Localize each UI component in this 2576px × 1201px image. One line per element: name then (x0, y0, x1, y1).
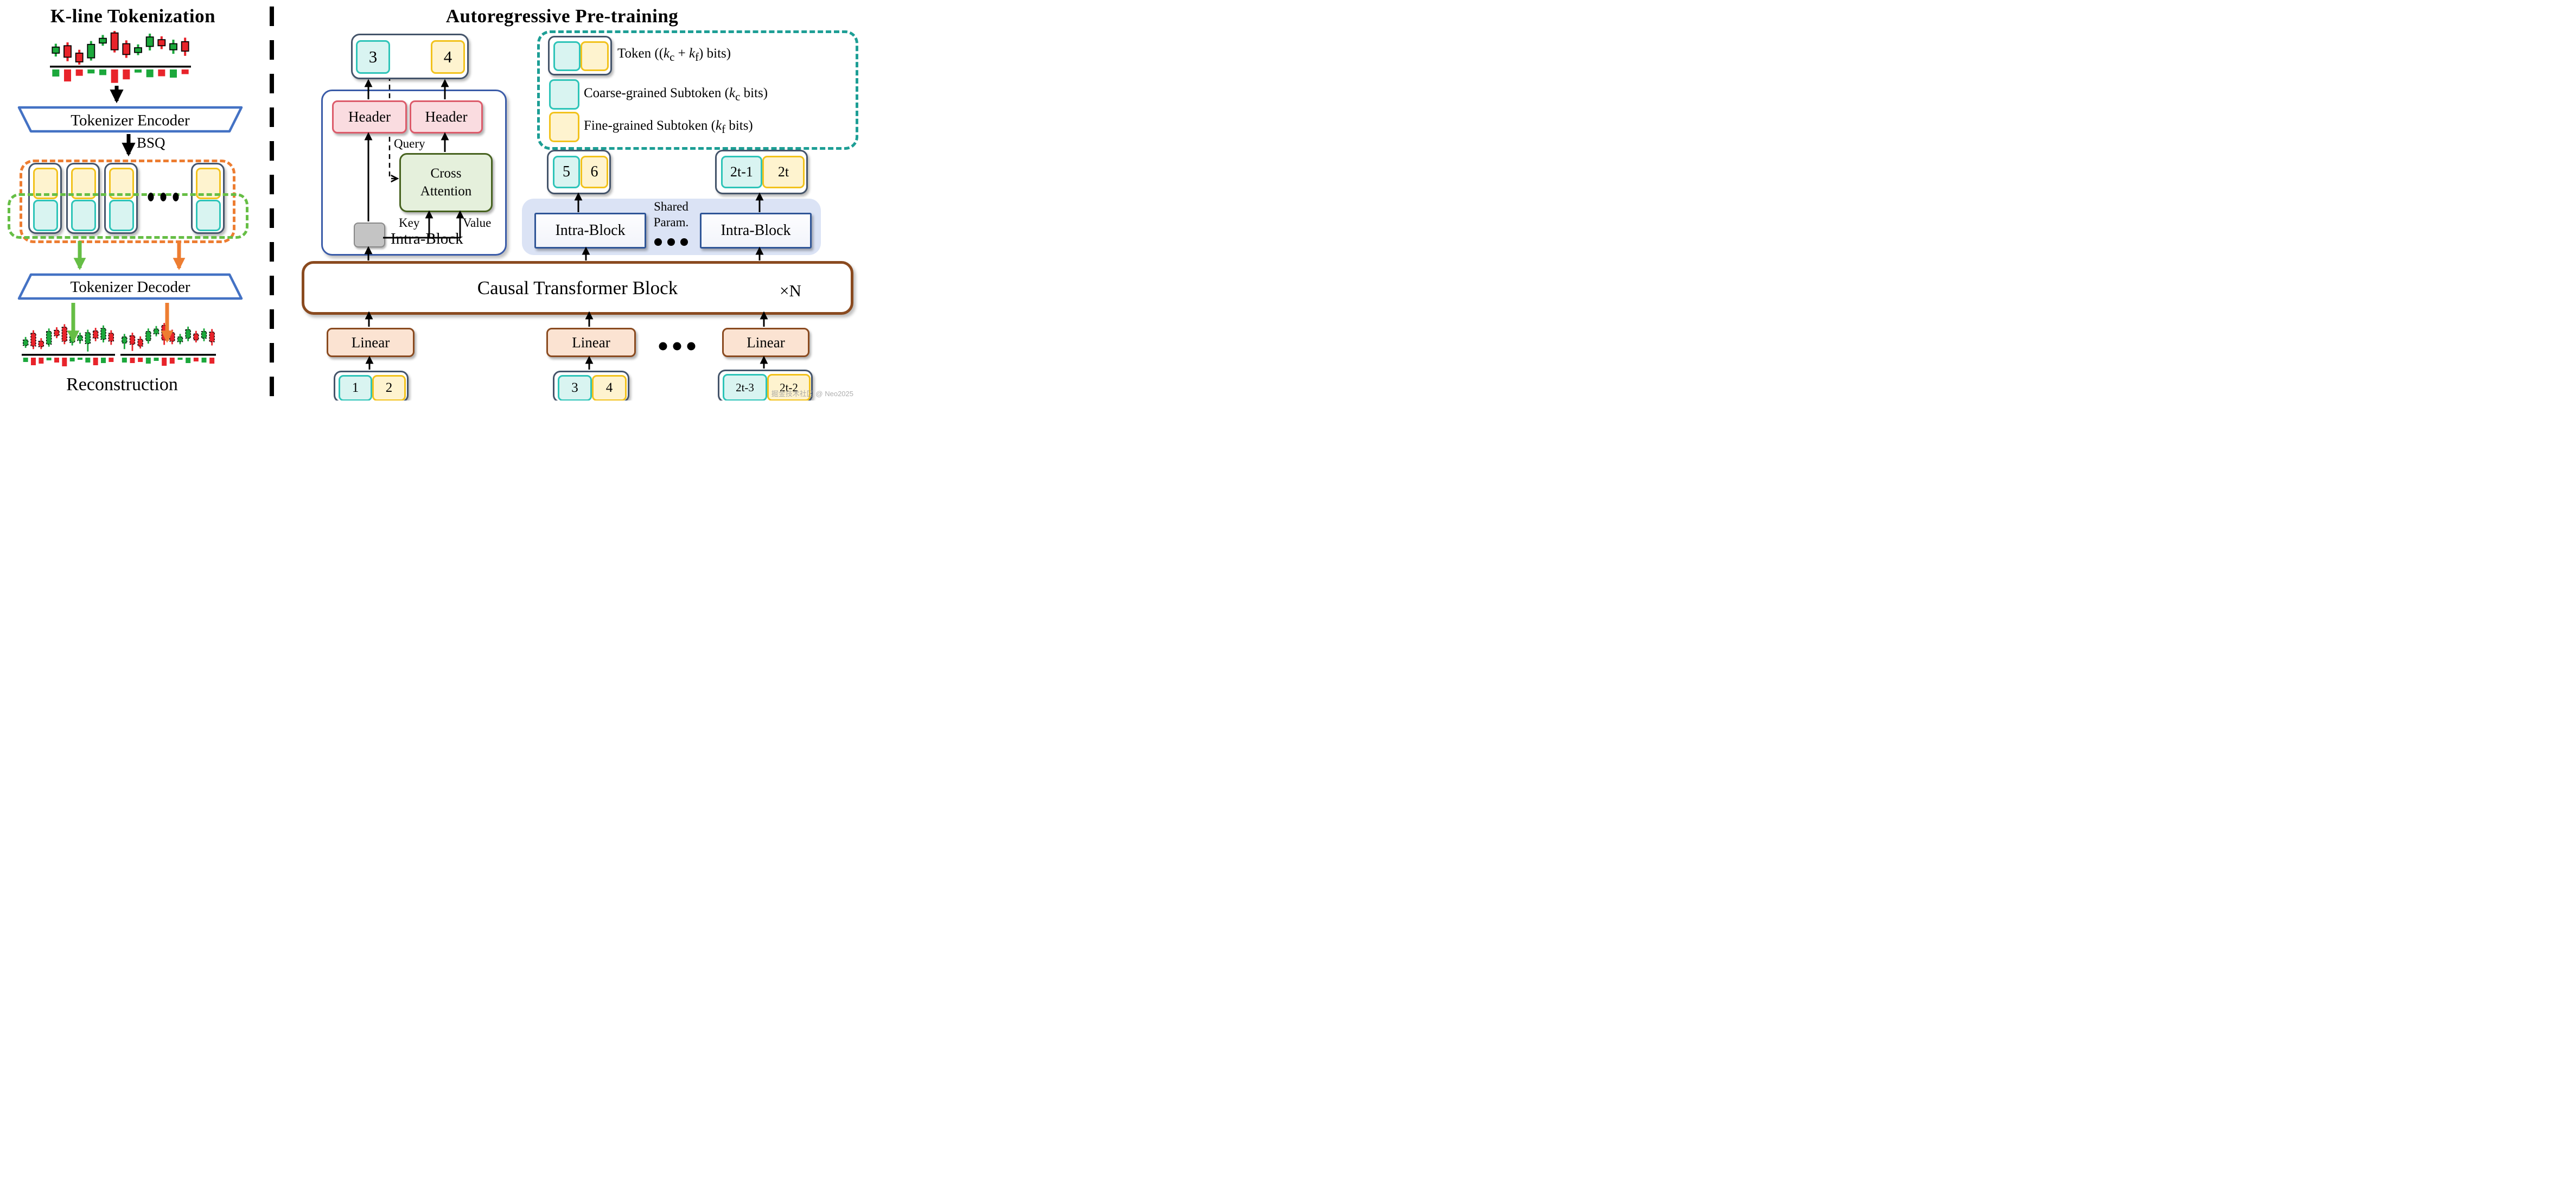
mid-token-fine: 6 (581, 156, 608, 188)
ctb-repeat-label: ×N (780, 281, 801, 300)
coarse-subtoken-swatch (33, 200, 58, 231)
kline-chart-main (50, 31, 191, 83)
legend-token-sample (548, 36, 612, 75)
input-coarse: 2t-3 (723, 374, 767, 401)
legend-token-coarse-swatch (553, 41, 581, 71)
watermark: 掘金技术社区 @ Neo2025 (771, 390, 853, 398)
output-coarse-subtoken: 3 (356, 40, 390, 74)
output-token-box: 3 4 (351, 34, 469, 79)
right-panel-title: Autoregressive Pre-training (445, 5, 679, 27)
token-pair-2 (66, 163, 100, 234)
tokenizer-decoder-label: Tokenizer Decoder (70, 278, 190, 296)
mid-token-56: 5 6 (547, 150, 611, 194)
tokenizer-encoder-shape (17, 106, 243, 133)
output-fine-subtoken: 4 (431, 40, 465, 74)
coarse-group-dashed-box (8, 193, 248, 239)
coarse-subtoken-swatch (196, 200, 221, 231)
legend-token-fine-swatch (581, 41, 609, 71)
cross-attention-line2: Attention (420, 183, 472, 199)
query-label: Query (394, 137, 425, 150)
mid-token-coarse: 5 (553, 156, 580, 188)
tokenizer-decoder-shape (17, 273, 243, 300)
key-label: Key (399, 216, 420, 230)
intra-block-detail-label: Intra-Block (391, 230, 463, 247)
diagram-canvas: K-line Tokenization Tokenizer Encoder BS… (0, 0, 859, 401)
cross-attention-box: Cross Attention (399, 153, 493, 212)
linear-box-3: Linear (722, 328, 809, 357)
linear-box-2: Linear (546, 328, 636, 357)
linear-box-1: Linear (327, 328, 415, 357)
coarse-subtoken-swatch (109, 200, 134, 231)
input-token-34: 3 4 (553, 371, 629, 401)
header-fine-box: Header (410, 100, 483, 134)
input-coarse: 3 (558, 375, 592, 401)
kline-chart-recon-right (120, 323, 216, 366)
legend-coarse-label: Coarse-grained Subtoken (kc bits) (584, 86, 768, 103)
reconstruction-label: Reconstruction (66, 374, 178, 395)
legend-coarse-swatch (549, 79, 579, 110)
intra-hidden-state-box (354, 223, 385, 247)
legend-fine-swatch (549, 112, 579, 142)
fine-group-dashed-box (20, 160, 235, 243)
causal-transformer-block: Causal Transformer Block (302, 261, 853, 315)
shared-param-label: Shared Param. (653, 200, 689, 229)
legend-token-label: Token ((kc + kf) bits) (617, 46, 731, 63)
cross-attention-line1: Cross (430, 166, 462, 181)
input-fine: 2 (372, 375, 406, 401)
input-token-12: 1 2 (334, 371, 409, 401)
left-panel-title: K-line Tokenization (50, 5, 216, 27)
bsq-label: BSQ (137, 135, 165, 151)
mid-token-2t: 2t-1 2t (715, 150, 808, 194)
header-coarse-box: Header (332, 100, 407, 134)
tokenizer-encoder-label: Tokenizer Encoder (71, 112, 190, 129)
input-fine: 2t-2 (767, 374, 811, 401)
linear-ellipsis-dots (659, 342, 696, 351)
input-fine: 4 (592, 375, 627, 401)
coarse-subtoken-swatch (71, 200, 96, 231)
intra-block-right: Intra-Block (700, 213, 812, 249)
input-token-2t: 2t-3 2t-2 (718, 370, 813, 401)
value-label: Value (463, 216, 492, 230)
mid-token-coarse: 2t-1 (721, 156, 762, 188)
legend-box (537, 30, 858, 150)
legend-fine-label: Fine-grained Subtoken (kf bits) (584, 118, 753, 136)
mid-token-fine: 2t (762, 156, 805, 188)
token-pair-n (191, 163, 225, 234)
input-coarse: 1 (339, 375, 372, 401)
intra-block-left: Intra-Block (534, 213, 646, 249)
kline-chart-recon-left (22, 324, 115, 366)
